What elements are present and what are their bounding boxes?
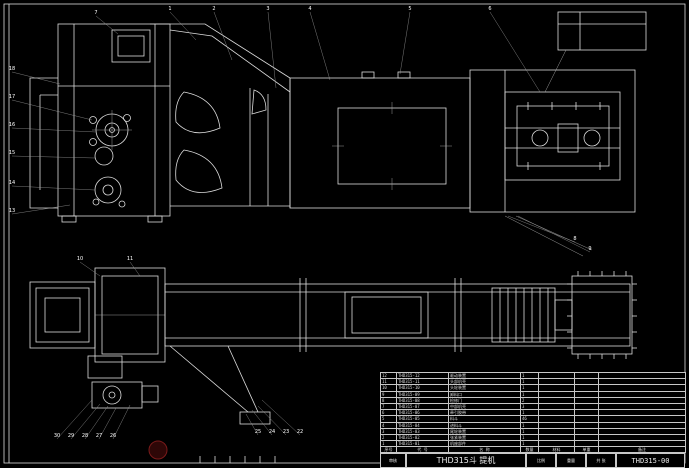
leader-line <box>507 215 576 243</box>
leader-line <box>95 15 119 35</box>
bucket-shape <box>251 89 267 115</box>
weight-label: 重量 <box>556 453 586 468</box>
bucket-chute-section <box>150 23 291 208</box>
callout-16: 16 <box>9 122 15 128</box>
callout-23: 23 <box>283 429 289 435</box>
leader-line <box>169 11 197 41</box>
plan-head-section <box>29 267 166 363</box>
leader-line <box>112 404 131 440</box>
callout-27: 27 <box>96 433 102 439</box>
leader-line <box>79 261 101 277</box>
leader-line <box>251 409 273 436</box>
callout-26: 26 <box>110 433 116 439</box>
leader-line <box>11 99 93 121</box>
elevator-head-section <box>29 23 171 223</box>
drawing-number: THD315-00 <box>616 453 685 468</box>
callout-8: 8 <box>573 236 576 242</box>
callout-11: 11 <box>127 256 133 262</box>
callout-14: 14 <box>9 180 15 186</box>
sheet-label: 共 张 <box>586 453 616 468</box>
drawing-title: THD315斗 提机 <box>406 453 526 468</box>
leader-line <box>309 11 331 81</box>
bucket-shape <box>175 91 221 134</box>
callout-22: 22 <box>297 429 303 435</box>
callout-15: 15 <box>9 150 15 156</box>
leader-line <box>257 405 287 436</box>
middle-casing-section <box>289 71 471 209</box>
leader-line <box>267 11 277 89</box>
checker-label: 审核 <box>380 453 406 468</box>
parts-cell: 数量 <box>520 446 539 454</box>
parts-cell: 备注 <box>598 446 686 454</box>
callout-24: 24 <box>269 429 275 435</box>
tensioner-assembly <box>87 355 159 409</box>
callout-4: 4 <box>308 6 311 12</box>
parts-cell: 代 号 <box>396 446 449 454</box>
leader-line <box>213 11 233 61</box>
parts-cell: 材料 <box>538 446 575 454</box>
leader-line <box>11 185 96 191</box>
callout-7: 7 <box>94 10 97 16</box>
elevation-view <box>29 11 647 257</box>
callout-18: 18 <box>9 66 15 72</box>
leader-line <box>11 127 97 133</box>
bucket-shape <box>175 149 223 193</box>
discharge-funnel <box>169 345 271 425</box>
callout-2: 2 <box>212 6 215 12</box>
leader-line <box>517 215 591 253</box>
leader-line <box>11 204 71 215</box>
parts-cell: 序号 <box>380 446 397 454</box>
leader-line <box>399 11 411 75</box>
parts-cell: 单重 <box>574 446 599 454</box>
callout-25: 25 <box>255 429 261 435</box>
vent-box <box>544 11 647 93</box>
leader-line <box>261 399 301 436</box>
leader-line <box>98 407 117 440</box>
red-stamp <box>148 440 168 460</box>
leader-line <box>84 405 109 440</box>
callout-3: 3 <box>266 6 269 12</box>
callout-1: 1 <box>168 6 171 12</box>
callout-28: 28 <box>82 433 88 439</box>
scale-label: 比例 <box>526 453 556 468</box>
callout-29: 29 <box>68 433 74 439</box>
callout-9: 9 <box>588 246 591 252</box>
title-block: 审核 THD315斗 提机 比例 重量 共 张 THD315-00 <box>380 453 685 468</box>
plan-drive-assembly <box>491 271 637 359</box>
leader-line <box>11 155 96 159</box>
plan-view <box>29 267 637 425</box>
leader-line <box>129 261 141 277</box>
leader-line <box>56 399 93 440</box>
leader-line <box>11 71 61 85</box>
leader-line <box>489 11 541 93</box>
plan-body-section <box>164 278 631 352</box>
drive-section <box>469 69 636 213</box>
callout-10: 10 <box>77 256 83 262</box>
callout-5: 5 <box>408 6 411 12</box>
callout-30: 30 <box>54 433 60 439</box>
leader-line <box>70 403 101 440</box>
drawing-frame <box>3 3 686 464</box>
leader-line <box>245 413 259 436</box>
callout-17: 17 <box>9 94 15 100</box>
callout-13: 13 <box>9 208 15 214</box>
callout-6: 6 <box>488 6 491 12</box>
parts-cell: 名 称 <box>448 446 521 454</box>
